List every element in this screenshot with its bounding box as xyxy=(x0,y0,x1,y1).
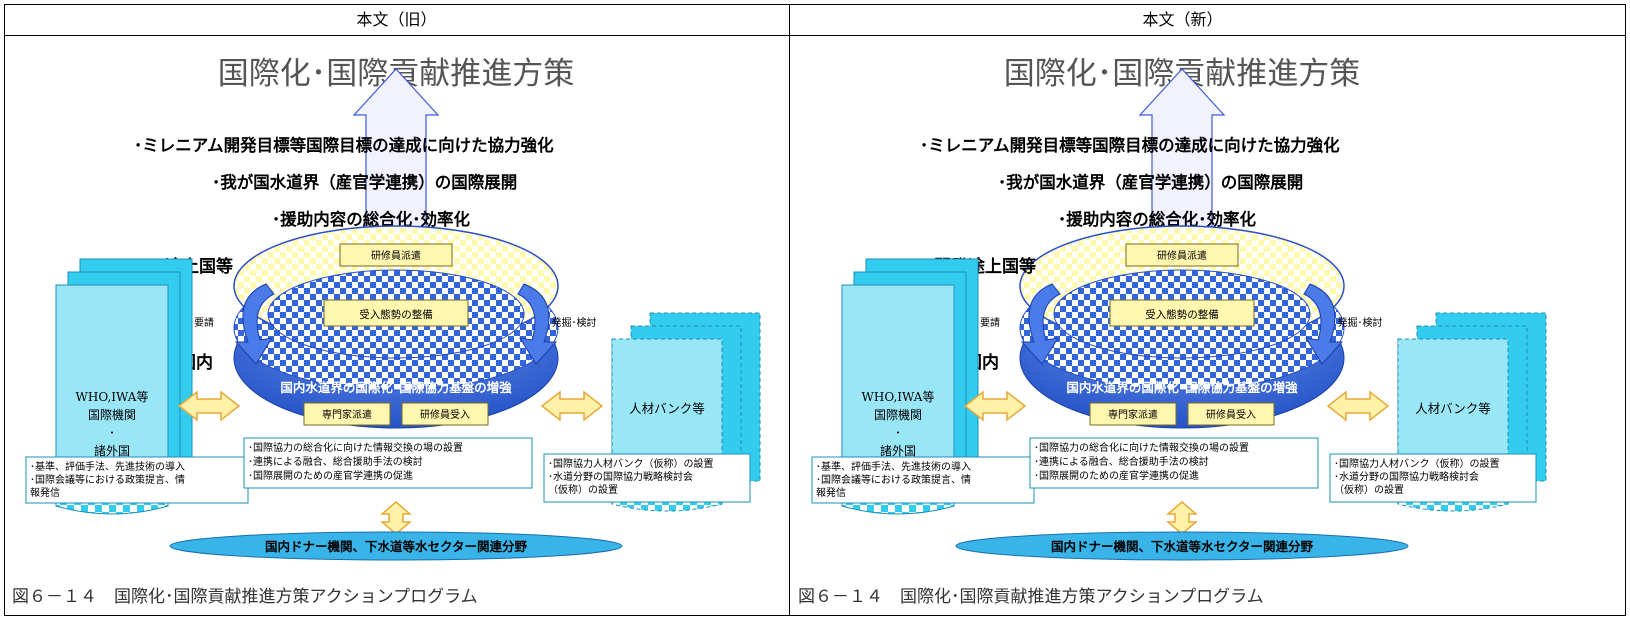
request-label: 要請 xyxy=(194,316,214,329)
request-label: 要請 xyxy=(980,316,1000,329)
domestic-donor-ellipse xyxy=(169,531,623,561)
figure-caption: 図６－１４ 国際化･国際貢献推進方策アクションプログラム xyxy=(12,587,478,607)
left-curved-arrow xyxy=(1020,283,1061,365)
left-doc-line-4: 諸外国 xyxy=(94,443,130,458)
right-double-arrow xyxy=(1326,390,1390,422)
center-info-line-3: ･国際展開のための産官学連携の促進 xyxy=(248,469,413,482)
center-info-box xyxy=(1029,437,1319,489)
center-info-line-2: ･連携による融合、総合援助手法の検討 xyxy=(1034,455,1209,468)
trainee-receive-box xyxy=(401,402,489,426)
left-info-line-2: ･国際会議等における政策提言、情 xyxy=(816,473,971,486)
expert-dispatch-label: 専門家派遣 xyxy=(322,408,372,421)
diagram-new: 国際化･国際貢献推進方策･ミレニアム開発目標等国際目標の達成に向けた協力強化･我… xyxy=(798,56,1547,607)
left-doc-line-2: 国際機関 xyxy=(874,407,922,422)
trainee-receive-label: 研修員受入 xyxy=(420,408,470,421)
trainee-dispatch-box xyxy=(1125,243,1239,267)
right-info-line-1: ･国際協力人材バンク（仮称）の設置 xyxy=(548,457,714,470)
reception-setup-label: 受入態勢の整備 xyxy=(359,308,433,321)
right-info-line-3: （仮称）の設置 xyxy=(548,483,618,496)
bullet-aid-efficiency: ･援助内容の総合化･効率化 xyxy=(272,209,471,229)
center-info-box xyxy=(243,437,533,489)
trainee-dispatch-label: 研修員派遣 xyxy=(371,249,421,262)
right-doc-front xyxy=(1397,338,1509,462)
expert-dispatch-box xyxy=(1089,402,1177,426)
ring-label: 国内水道界の国際化･国際協力基盤の増強 xyxy=(1066,380,1298,395)
center-info-line-1: ･国際協力の総合化に向けた情報交換の場の設置 xyxy=(1034,441,1249,454)
trainee-dispatch-label: 研修員派遣 xyxy=(1157,249,1207,262)
right-info-box xyxy=(543,453,751,503)
discover-label: 発掘･検討 xyxy=(1338,316,1383,329)
left-double-arrow xyxy=(177,390,241,422)
bullet-international-expansion: ･我が国水道界（産官学連携）の国際展開 xyxy=(212,172,517,192)
right-doc-label: 人材バンク等 xyxy=(629,401,705,416)
center-info-line-2: ･連携による融合、総合援助手法の検討 xyxy=(248,455,423,468)
panel-old: 国際化･国際貢献推進方策･ミレニアム開発目標等国際目標の達成に向けた協力強化･我… xyxy=(4,36,789,616)
domestic-donor-ellipse xyxy=(955,531,1409,561)
right-doc-label: 人材バンク等 xyxy=(1415,401,1491,416)
bullet-millennium-goals: ･ミレニアム開発目標等国際目標の達成に向けた協力強化 xyxy=(134,135,554,155)
discover-label: 発掘･検討 xyxy=(552,316,597,329)
trainee-receive-box xyxy=(1187,402,1275,426)
domestic-donor-label: 国内ドナー機関、下水道等水セクター関連分野 xyxy=(265,539,528,554)
left-info-line-3: 報発信 xyxy=(30,486,60,499)
column-header-old: 本文（旧） xyxy=(356,10,437,29)
left-double-arrow xyxy=(963,390,1027,422)
center-info-line-3: ･国際展開のための産官学連携の促進 xyxy=(1034,469,1199,482)
ring-label: 国内水道界の国際化･国際協力基盤の増強 xyxy=(280,380,512,395)
left-info-box xyxy=(25,456,249,504)
domestic-donor-label: 国内ドナー機関、下水道等水セクター関連分野 xyxy=(1051,539,1314,554)
left-doc-front xyxy=(841,284,955,466)
comparison-table-frame xyxy=(4,4,1626,616)
left-doc-line-2: 国際機関 xyxy=(88,407,136,422)
right-curved-arrow xyxy=(517,283,558,365)
left-doc-line-1: WHO,IWA等 xyxy=(76,390,149,404)
reception-setup-box xyxy=(1109,299,1255,327)
left-doc-front xyxy=(55,284,169,466)
trainee-dispatch-box xyxy=(339,243,453,267)
center-info-line-1: ･国際協力の総合化に向けた情報交換の場の設置 xyxy=(248,441,463,454)
figure-caption: 図６－１４ 国際化･国際貢献推進方策アクションプログラム xyxy=(798,587,1264,607)
right-info-line-3: （仮称）の設置 xyxy=(1334,483,1404,496)
vertical-double-arrow xyxy=(379,501,413,535)
left-doc-line-4: 諸外国 xyxy=(880,443,916,458)
bullet-international-expansion: ･我が国水道界（産官学連携）の国際展開 xyxy=(998,172,1303,192)
column-header-new: 本文（新） xyxy=(1142,10,1223,29)
expert-dispatch-box xyxy=(303,402,391,426)
left-info-line-3: 報発信 xyxy=(816,486,846,499)
right-doc-front xyxy=(611,338,723,462)
left-doc-line-1: WHO,IWA等 xyxy=(862,390,935,404)
header-separator xyxy=(4,35,1626,36)
reception-setup-box xyxy=(323,299,469,327)
bullet-millennium-goals: ･ミレニアム開発目標等国際目標の達成に向けた協力強化 xyxy=(920,135,1340,155)
left-info-line-1: ･基準、評価手法、先進技術の導入 xyxy=(30,460,185,473)
left-curved-arrow xyxy=(234,283,275,365)
right-info-box xyxy=(1329,453,1537,503)
bullet-aid-efficiency: ･援助内容の総合化･効率化 xyxy=(1058,209,1257,229)
reception-setup-label: 受入態勢の整備 xyxy=(1145,308,1219,321)
column-divider xyxy=(789,4,790,616)
left-doc-line-3: ･ xyxy=(109,426,115,440)
left-doc-line-3: ･ xyxy=(895,426,901,440)
left-info-line-2: ･国際会議等における政策提言、情 xyxy=(30,473,185,486)
right-double-arrow xyxy=(540,390,604,422)
panel-new: 国際化･国際貢献推進方策･ミレニアム開発目標等国際目標の達成に向けた協力強化･我… xyxy=(790,36,1575,616)
right-curved-arrow xyxy=(1303,283,1344,365)
left-info-line-1: ･基準、評価手法、先進技術の導入 xyxy=(816,460,971,473)
vertical-double-arrow xyxy=(1165,501,1199,535)
expert-dispatch-label: 専門家派遣 xyxy=(1108,408,1158,421)
right-info-line-2: ･水道分野の国際協力戦略検討会 xyxy=(1334,470,1479,483)
right-info-line-2: ･水道分野の国際協力戦略検討会 xyxy=(548,470,693,483)
right-info-line-1: ･国際協力人材バンク（仮称）の設置 xyxy=(1334,457,1500,470)
diagram-old: 国際化･国際貢献推進方策･ミレニアム開発目標等国際目標の達成に向けた協力強化･我… xyxy=(12,56,761,607)
trainee-receive-label: 研修員受入 xyxy=(1206,408,1256,421)
